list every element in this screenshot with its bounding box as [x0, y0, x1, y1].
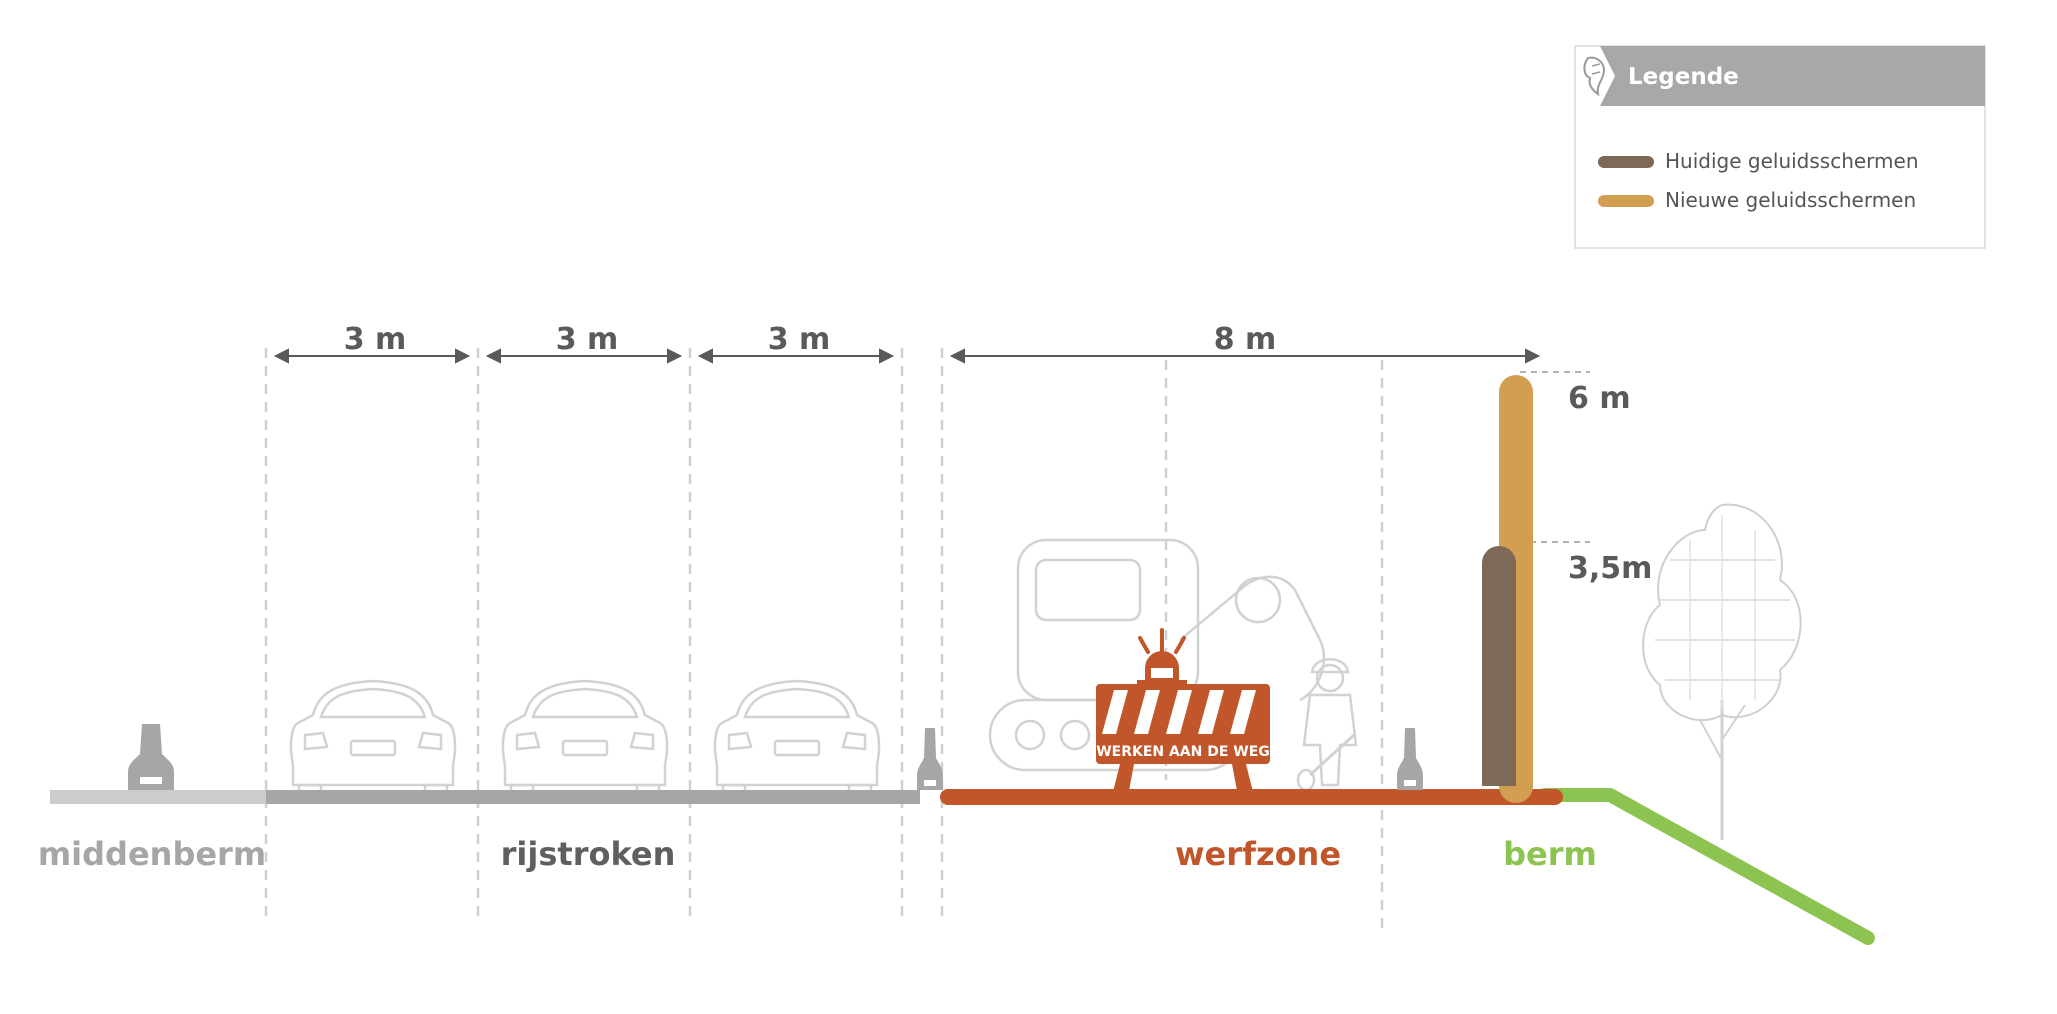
lane-3-width: 3 m — [768, 322, 831, 357]
construction-worker-icon — [1296, 658, 1358, 792]
road-barrier-sign-icon — [1096, 628, 1270, 796]
zone-label-rijstroken: rijstroken — [501, 835, 676, 873]
current-screen-height: 3,5m — [1568, 551, 1652, 586]
legend-label-current: Huidige geluidsschermen — [1665, 149, 1919, 173]
current-noise-screen — [1482, 546, 1516, 786]
legend-header — [1600, 46, 1985, 106]
new-screen-height: 6 m — [1568, 381, 1631, 416]
legend-title: Legende — [1628, 64, 1739, 90]
legend-label-new: Nieuwe geluidsschermen — [1665, 188, 1916, 212]
berm-ground — [1538, 788, 1875, 945]
lane-1-width: 3 m — [344, 322, 407, 357]
car-icon — [713, 679, 881, 801]
car-icon — [289, 679, 457, 801]
dimension-arrows — [273, 348, 1541, 364]
flemish-lion-icon — [1583, 56, 1606, 97]
car-icon — [501, 679, 669, 801]
traffic-barrier-icon — [128, 724, 174, 790]
traffic-barrier-icon — [1397, 728, 1423, 790]
tree-icon — [1642, 503, 1802, 840]
zone-label-berm: berm — [1503, 835, 1597, 873]
traffic-barrier-icon — [917, 728, 943, 790]
werfzone-width: 8 m — [1214, 322, 1277, 357]
legend: Legende Huidige geluidsschermen Nieuwe g… — [1574, 45, 1986, 249]
lane-2-width: 3 m — [556, 322, 619, 357]
zone-label-middenberm: middenberm — [38, 835, 266, 873]
zone-label-werfzone: werfzone — [1175, 835, 1341, 873]
sign-text: WERKEN AAN DE WEG — [1096, 744, 1270, 760]
